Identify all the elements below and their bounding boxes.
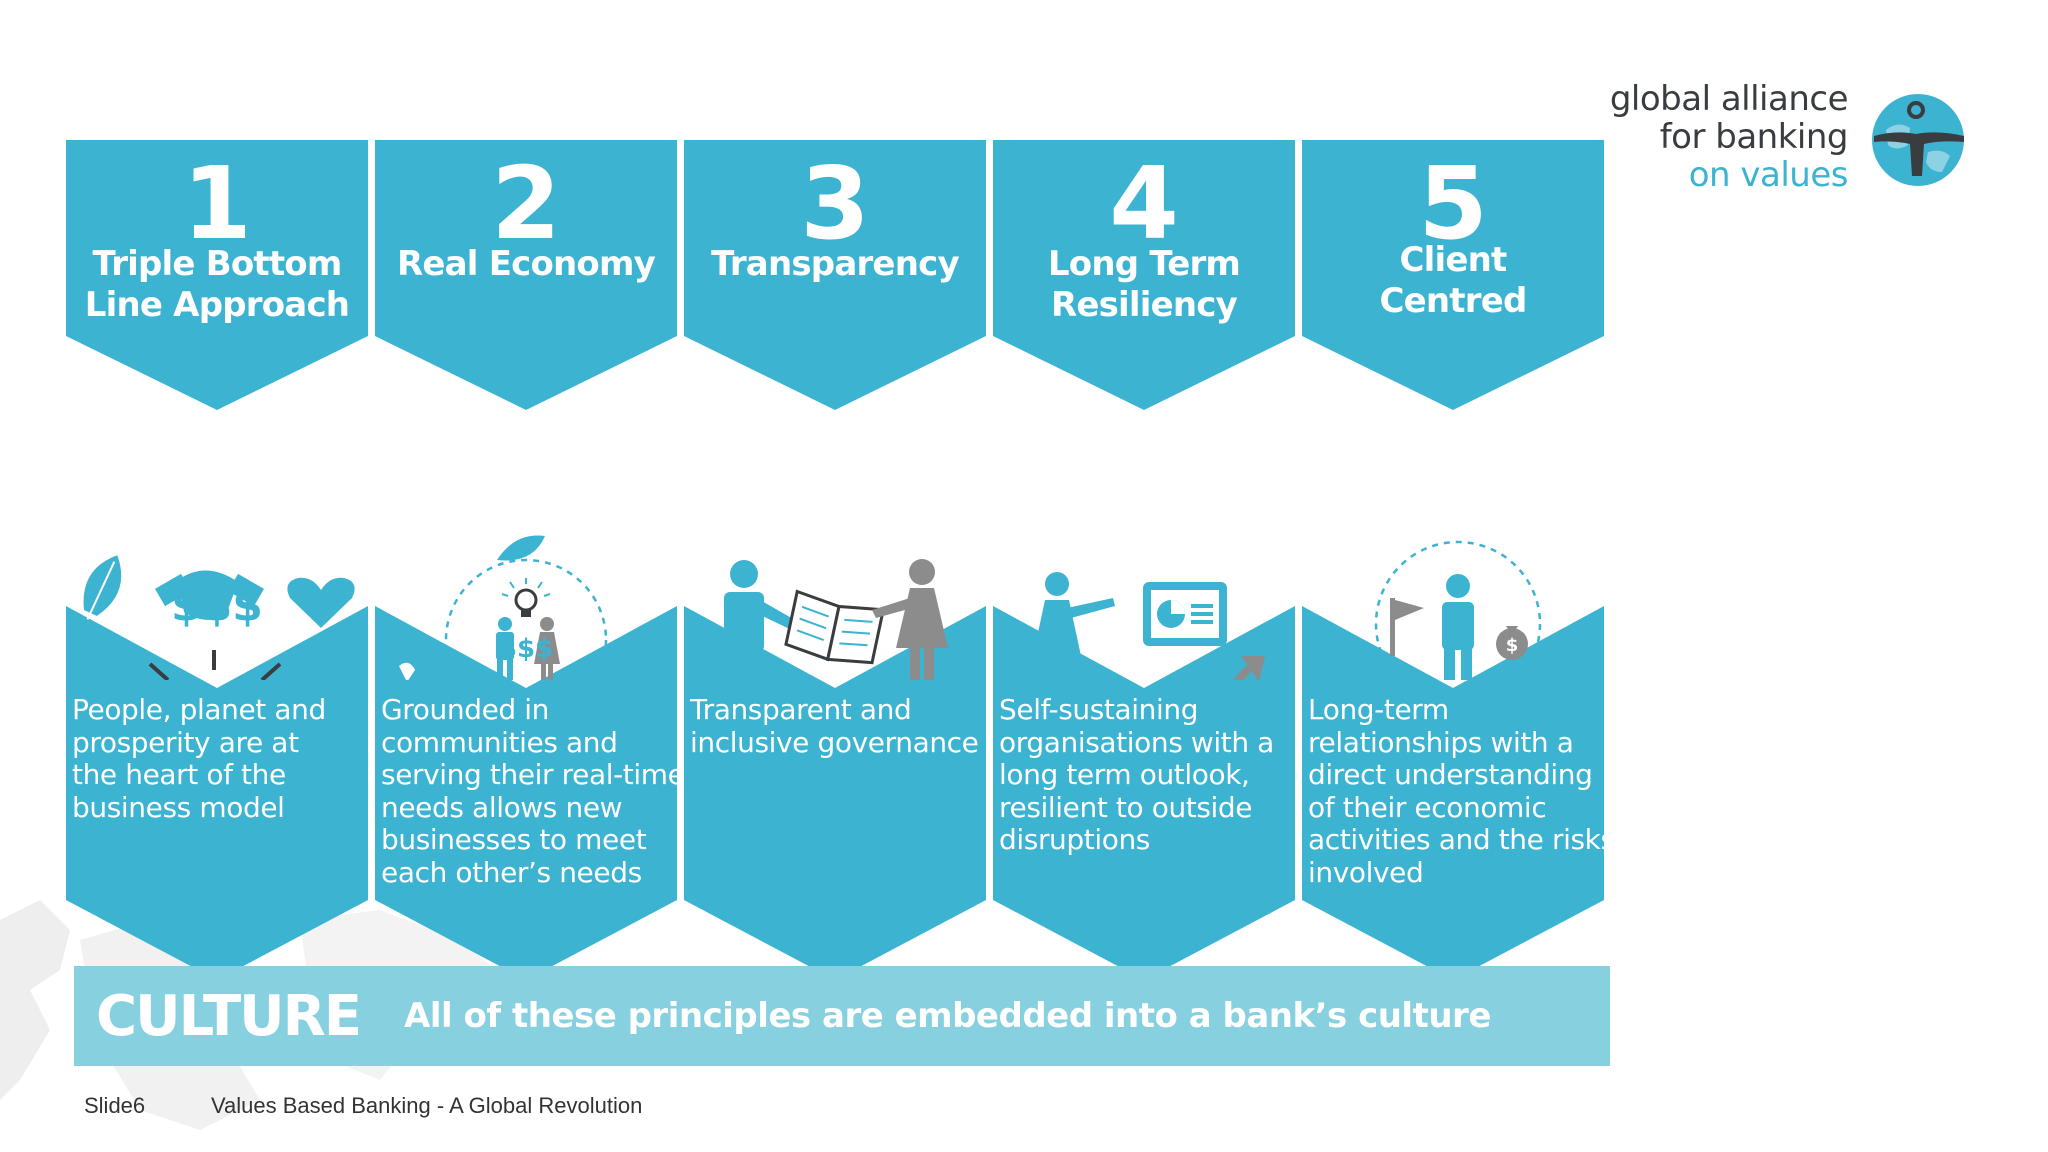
- principle-title: Long Term Resiliency: [993, 244, 1295, 326]
- lightbulb-icon: [501, 578, 551, 617]
- principle-title-line: Real Economy: [397, 244, 656, 284]
- money-label: $$$: [498, 634, 554, 664]
- description-line: needs allows new: [381, 790, 623, 824]
- principle-title-line: Line Approach: [84, 285, 350, 325]
- principle-title: Transparency: [684, 244, 986, 285]
- globe-icon: [393, 655, 429, 680]
- principle-title-line: Long Term: [1047, 244, 1241, 284]
- description-line: Transparent and: [690, 693, 912, 726]
- culture-statement: All of these principles are embedded int…: [404, 996, 1491, 1036]
- principle-number: 5: [1418, 145, 1488, 262]
- principle-title-line: Triple Bottom: [92, 244, 343, 284]
- man-icon: [496, 617, 514, 680]
- presentation-screen-icon: [1143, 582, 1227, 646]
- transparency-illustration: [724, 559, 948, 680]
- principle-title-line: Transparency: [711, 244, 959, 284]
- culture-banner: CULTURE All of these principles are embe…: [74, 966, 1610, 1066]
- triple-bottom-line-illustration: [83, 555, 355, 680]
- svg-text:$: $: [1506, 635, 1519, 656]
- description-line: business model: [72, 790, 285, 824]
- man-icon: [1442, 574, 1474, 680]
- principle-2-shape: [375, 140, 677, 980]
- description-line: long term outlook,: [999, 758, 1250, 791]
- description-line: relationships with a: [1308, 725, 1574, 759]
- principle-title-line: Client: [1399, 240, 1508, 280]
- description-line: serving their real-time: [381, 758, 685, 791]
- description-line: of their economic: [1308, 790, 1547, 824]
- man-icon: [724, 560, 802, 680]
- principle-description: Transparent and inclusive governance: [690, 693, 986, 759]
- principle-title: Triple Bottom Line Approach: [66, 244, 368, 326]
- description-line: disruptions: [999, 823, 1150, 856]
- principle-number: 1: [182, 145, 252, 262]
- logo-line-1: global alliance: [1609, 79, 1849, 119]
- money-bag-icon: $: [1496, 626, 1528, 660]
- scales-icon: [613, 650, 661, 680]
- footer-title: Values Based Banking - A Global Revoluti…: [211, 1093, 643, 1118]
- description-line: resilient to outside: [999, 790, 1253, 824]
- principle-3-shape: [684, 140, 986, 980]
- principle-title-line: Centred: [1379, 281, 1527, 321]
- principle-number: 3: [800, 145, 870, 262]
- principle-title: Real Economy: [375, 244, 677, 285]
- converging-lines: [148, 650, 282, 680]
- principle-description: People, planet and prosperity are at the…: [72, 693, 368, 824]
- description-line: Self-sustaining: [999, 693, 1199, 726]
- description-line: Grounded in: [381, 693, 550, 726]
- principle-3: 3 Transparency: [684, 140, 986, 980]
- principle-1-shape: [66, 140, 368, 980]
- principle-5-shape: [1302, 140, 1604, 980]
- handshake-icon: [155, 570, 264, 620]
- woman-icon: [1033, 572, 1115, 680]
- globe-person-icon: [1872, 94, 1964, 186]
- leaf-icon: [497, 535, 545, 561]
- real-economy-illustration: [393, 535, 661, 680]
- gabv-logo: global alliance for banking on values: [1588, 80, 1968, 200]
- client-centred-illustration: $: [1374, 540, 1542, 680]
- woman-icon: [534, 617, 560, 680]
- principle-number: 4: [1109, 145, 1179, 262]
- logo-line-2: for banking: [1659, 117, 1849, 157]
- slide-number: Slide6: [84, 1093, 146, 1118]
- description-line: inclusive governance: [690, 725, 979, 759]
- long-term-resiliency-illustration: [1033, 572, 1265, 680]
- principle-4: 4 Long Term Resiliency Self-sustaining o…: [993, 140, 1295, 980]
- logo-line-3: on values: [1688, 155, 1849, 195]
- description-line: activities and the risks: [1308, 823, 1615, 856]
- logo-wordmark: global alliance for banking on values: [1609, 79, 1849, 195]
- principle-description: Grounded in communities and serving thei…: [381, 693, 685, 889]
- description-line: communities and: [381, 725, 618, 759]
- woman-icon: [872, 559, 948, 680]
- description-line: direct understanding: [1308, 758, 1593, 791]
- trend-up-arrow-icon: [1232, 656, 1265, 680]
- principle-description: Long-term relationships with a direct un…: [1308, 693, 1615, 889]
- principle-4-shape: [993, 140, 1295, 980]
- money-label: $$$: [171, 580, 263, 631]
- description-line: businesses to meet: [381, 823, 647, 856]
- principle-description: Self-sustaining organisations with a lon…: [999, 693, 1295, 857]
- description-line: each other’s needs: [381, 855, 642, 889]
- description-line: prosperity are at: [72, 725, 299, 759]
- principle-5: 5 Client Centred $ Long-term relationshi…: [1302, 140, 1615, 980]
- description-line: organisations with a: [999, 725, 1274, 759]
- open-book-icon: [784, 589, 886, 665]
- culture-heading: CULTURE: [96, 984, 362, 1049]
- description-line: People, planet and: [72, 693, 326, 726]
- flag-icon: [1390, 598, 1424, 656]
- description-line: Long-term: [1308, 693, 1449, 726]
- principle-1: 1 Triple Bottom Line Approach $$$ People…: [66, 140, 368, 980]
- leaf-icon: [83, 555, 122, 620]
- dashed-circle: [444, 558, 608, 680]
- heart-icon: [287, 577, 355, 628]
- principle-title-line: Resiliency: [1050, 285, 1238, 325]
- principle-2: 2 Real Economy: [375, 140, 685, 980]
- description-line: involved: [1308, 855, 1424, 889]
- principle-title: Client Centred: [1302, 240, 1604, 322]
- description-line: the heart of the: [72, 758, 286, 791]
- principle-number: 2: [491, 145, 561, 262]
- dashed-circle: [1374, 540, 1542, 680]
